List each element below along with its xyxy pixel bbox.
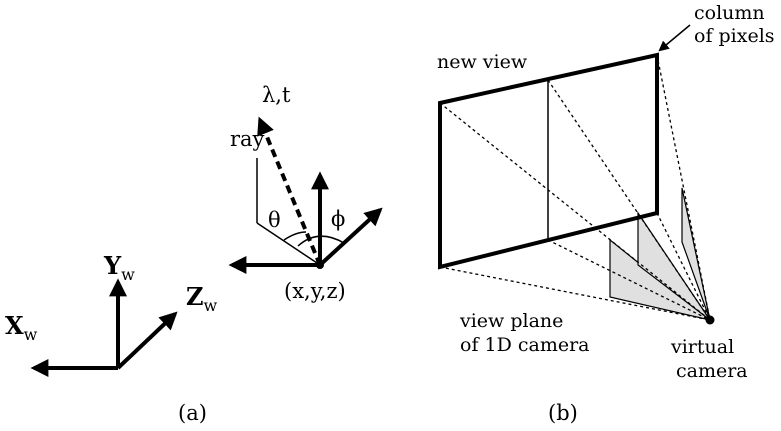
z-axis-label: Zw xyxy=(186,282,218,315)
point-dot xyxy=(316,261,324,269)
local-z-arrow xyxy=(318,207,383,267)
point-label: (x,y,z) xyxy=(284,279,346,303)
ray-dashed-line xyxy=(257,116,322,266)
ray-label: ray xyxy=(230,127,265,151)
ray-projection-line xyxy=(256,222,321,266)
theta-label: θ xyxy=(268,208,281,232)
local-frame xyxy=(228,116,383,274)
panel-a: Xw Yw Zw ray λ,t θ ϕ (x,y,z) (a) xyxy=(5,83,383,425)
virtual-camera-label: virtual xyxy=(670,336,734,358)
phi-label: ϕ xyxy=(331,207,345,231)
z-axis-arrow xyxy=(116,311,178,370)
panel-b: new view column of pixels view plane of … xyxy=(437,2,775,425)
projection-lines xyxy=(439,54,711,321)
new-view-frame xyxy=(438,52,659,270)
new-view-label: new view xyxy=(437,51,528,73)
projection-line xyxy=(547,79,711,321)
projection-line xyxy=(439,266,711,321)
camera-view-planes xyxy=(609,187,711,321)
y-axis-label: Yw xyxy=(103,251,135,284)
view-plane-label-line2: of 1D camera xyxy=(460,334,590,356)
column-label: column xyxy=(694,2,765,24)
column-label-line2: of pixels xyxy=(694,25,775,47)
virtual-camera-label-line2: camera xyxy=(676,360,748,382)
x-axis-label: Xw xyxy=(5,311,38,344)
virtual-camera-dot xyxy=(705,315,715,325)
phi-arc xyxy=(297,235,345,247)
world-axes xyxy=(30,278,178,377)
column-pointer-arrow xyxy=(658,24,691,52)
caption-a: (a) xyxy=(178,401,207,425)
lambda-t-label: λ,t xyxy=(262,83,291,107)
projection-line xyxy=(439,102,711,321)
projection-line xyxy=(547,239,711,321)
theta-arc xyxy=(283,231,307,241)
caption-b: (b) xyxy=(548,401,578,425)
view-plane-label: view plane xyxy=(459,310,563,332)
projection-line xyxy=(656,212,711,321)
